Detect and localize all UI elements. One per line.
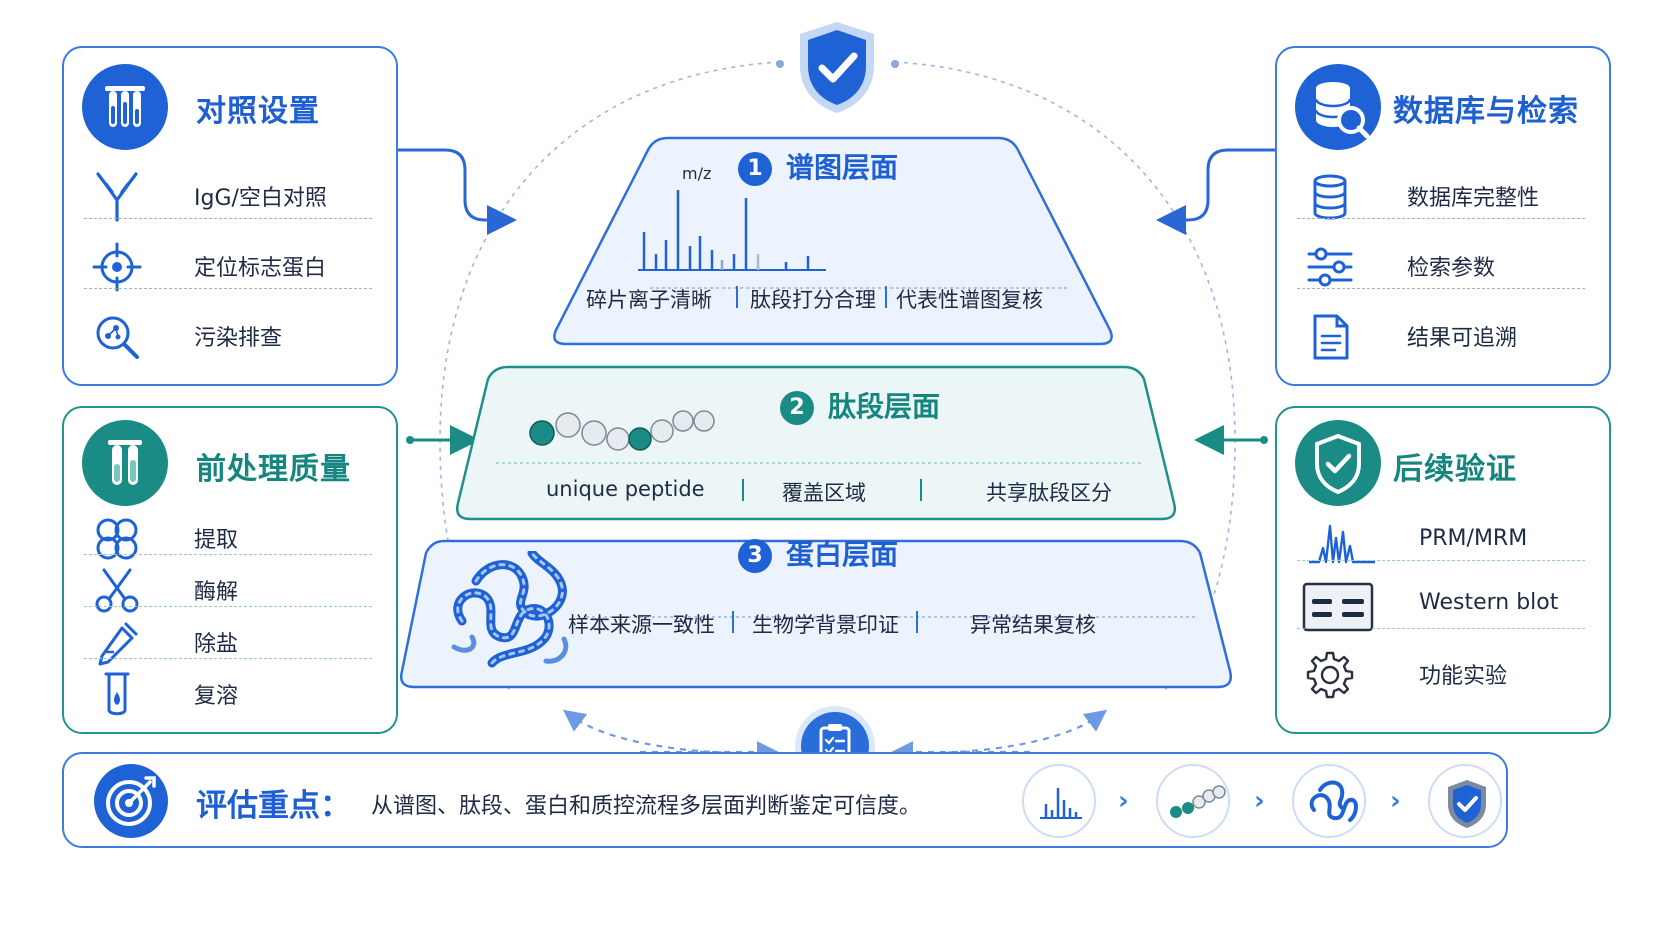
layer-number-badge: 3 xyxy=(738,539,772,573)
spectrum-peaks-icon xyxy=(1309,524,1375,564)
layer-peptide-title: 2 肽段层面 xyxy=(780,385,940,425)
peptide-chain-graphic xyxy=(529,410,715,451)
database-item-label: 结果可追溯 xyxy=(1407,326,1518,351)
pretreatment-item-desalt: 除盐 xyxy=(84,608,372,672)
flow-shield-check-icon xyxy=(1428,764,1502,838)
flow-arrow-icon: › xyxy=(1254,786,1265,816)
database-item-label: 数据库完整性 xyxy=(1407,186,1540,211)
pretreatment-card: 前处理质量 提取 酶解 除盐 复溶 xyxy=(62,406,398,734)
database-icon xyxy=(1313,174,1347,220)
flow-arrow-icon: › xyxy=(1118,786,1129,816)
layer-protein: 3 蛋白层面 样本来源一致性 生物学背景印证 异常结果复核 xyxy=(396,537,1236,691)
database-item-completeness: 数据库完整性 xyxy=(1297,162,1585,226)
layer-protein-item: 生物学背景印证 xyxy=(752,613,899,637)
layer-protein-item: 样本来源一致性 xyxy=(568,613,715,637)
layer-spectrum-item: 碎片离子清晰 xyxy=(586,288,712,312)
top-shield-icon xyxy=(794,18,880,116)
database-card: 数据库与检索 数据库完整性 检索参数 结果可追溯 xyxy=(1275,46,1611,386)
validation-item-label: Western blot xyxy=(1419,590,1559,615)
magnifier-icon xyxy=(96,316,139,359)
layer-peptide-item: 覆盖区域 xyxy=(782,481,866,505)
evaluation-focus-banner: 评估重点： 从谱图、肽段、蛋白和质控流程多层面判断鉴定可信度。 › › › xyxy=(62,752,1508,848)
beaker-icon xyxy=(104,672,130,716)
database-title: 数据库与检索 xyxy=(1393,94,1579,129)
layer-spectrum-item: 代表性谱图复核 xyxy=(896,288,1043,312)
controls-card: 对照设置 IgG/空白对照 定位标志蛋白 污染排查 xyxy=(62,46,398,386)
pipette-icon xyxy=(98,622,138,666)
layer-protein-item: 异常结果复核 xyxy=(970,613,1096,637)
layer-peptide: 2 肽段层面 unique peptide 覆盖区域 共享肽段区分 xyxy=(452,363,1180,523)
protein-structure-graphic xyxy=(451,551,569,668)
layer-title-text: 肽段层面 xyxy=(828,390,941,423)
mass-spectrum-graphic xyxy=(638,190,826,271)
spectrum-axis-label: m/z xyxy=(682,164,712,183)
controls-item-label: IgG/空白对照 xyxy=(194,186,327,211)
layer-title-text: 蛋白层面 xyxy=(786,538,899,571)
target-icon xyxy=(94,764,168,838)
validation-item-label: 功能实验 xyxy=(1419,664,1508,689)
cells-icon xyxy=(96,518,138,560)
validation-item-function: 功能实验 xyxy=(1297,640,1585,704)
database-search-icon xyxy=(1295,64,1381,150)
blot-bands-icon xyxy=(1302,582,1374,632)
pretreatment-item-label: 提取 xyxy=(194,528,239,553)
layer-spectrum-title: 1 谱图层面 xyxy=(738,146,898,186)
layer-peptide-item: unique peptide xyxy=(546,477,705,501)
pretreatment-item-label: 除盐 xyxy=(194,632,239,657)
flow-spectrum-icon xyxy=(1022,764,1096,838)
layer-spectrum: m/z 1 谱图层面 碎片离子清晰 肽段打分合理 代表性谱图复核 xyxy=(550,134,1116,348)
pretreatment-item-redissolve: 复溶 xyxy=(84,660,372,724)
flow-peptide-chain-icon xyxy=(1156,764,1230,838)
flow-arrow-icon: › xyxy=(1390,786,1401,816)
controls-item-igg: IgG/空白对照 xyxy=(84,162,372,226)
layer-title-text: 谱图层面 xyxy=(786,151,899,184)
flow-protein-icon xyxy=(1292,764,1366,838)
validation-title: 后续验证 xyxy=(1393,452,1517,487)
controls-title: 对照设置 xyxy=(196,94,320,129)
validation-item-label: PRM/MRM xyxy=(1419,526,1528,551)
evaluation-focus-title: 评估重点： xyxy=(196,788,351,824)
gear-icon xyxy=(1306,651,1354,699)
layer-peptide-item: 共享肽段区分 xyxy=(986,481,1112,505)
pretreatment-title: 前处理质量 xyxy=(196,452,351,487)
sliders-icon xyxy=(1307,247,1353,287)
pretreatment-item-extract: 提取 xyxy=(84,504,372,568)
layer-number-badge: 1 xyxy=(738,152,772,186)
pretreatment-item-label: 复溶 xyxy=(194,684,239,709)
controls-item-contamination: 污染排查 xyxy=(84,302,372,366)
controls-item-label: 污染排查 xyxy=(194,326,283,351)
pretreatment-item-digest: 酶解 xyxy=(84,556,372,620)
layer-spectrum-item: 肽段打分合理 xyxy=(750,288,876,312)
pretreatment-item-label: 酶解 xyxy=(194,580,239,605)
database-item-traceable: 结果可追溯 xyxy=(1297,302,1585,366)
controls-item-label: 定位标志蛋白 xyxy=(194,256,327,281)
controls-item-marker: 定位标志蛋白 xyxy=(84,232,372,296)
crosshair-icon xyxy=(92,242,142,292)
database-item-label: 检索参数 xyxy=(1407,256,1496,281)
layer-protein-title: 3 蛋白层面 xyxy=(738,533,898,573)
test-tubes-icon xyxy=(82,420,168,506)
validation-item-prm: PRM/MRM xyxy=(1297,508,1585,572)
test-tubes-icon xyxy=(82,64,168,150)
layer-number-badge: 2 xyxy=(780,391,814,425)
scissors-icon xyxy=(95,568,139,613)
validation-item-western: Western blot xyxy=(1297,572,1585,636)
database-item-params: 检索参数 xyxy=(1297,232,1585,296)
document-icon xyxy=(1313,314,1349,360)
validation-card: 后续验证 PRM/MRM Western blot 功能实验 xyxy=(1275,406,1611,734)
antibody-icon xyxy=(96,172,138,222)
evaluation-focus-text: 从谱图、肽段、蛋白和质控流程多层面判断鉴定可信度。 xyxy=(371,794,922,819)
shield-check-icon xyxy=(1295,420,1381,506)
